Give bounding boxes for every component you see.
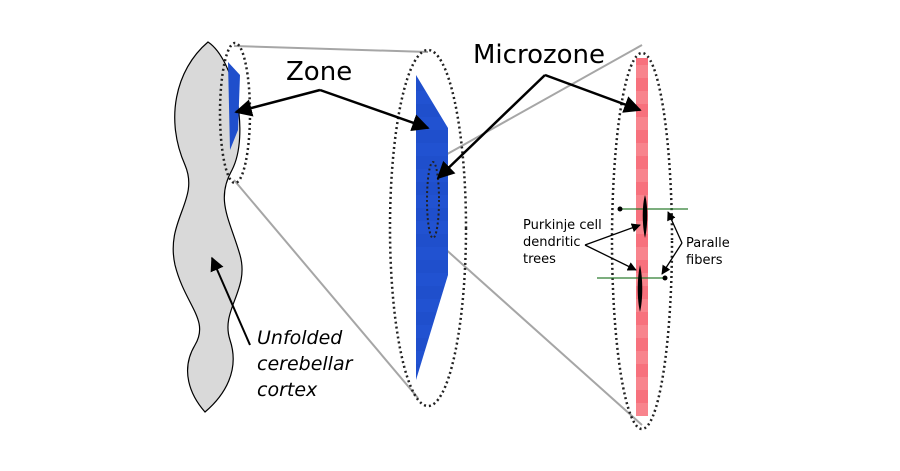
cortex-label-line3: cortex <box>257 379 318 401</box>
parallel-arrow <box>661 242 683 275</box>
purkinje-label-line3: trees <box>523 252 556 267</box>
purkinje-label-line2: dendritic <box>523 235 581 250</box>
purkinje-tree <box>642 195 648 238</box>
purkinje-arrow <box>584 244 637 271</box>
projection-line <box>233 45 429 53</box>
microzone-ellipse <box>610 51 674 431</box>
fiber-dot <box>617 206 623 212</box>
cortex-arrow <box>210 256 251 346</box>
microzone-small-ellipse <box>426 161 440 239</box>
microzone-arrow <box>544 73 642 113</box>
microzone-arrow <box>436 74 546 180</box>
microzone-label: Microzone <box>473 40 605 70</box>
parallel-arrow <box>667 211 683 244</box>
purkinje-label-line1: Purkinje cell <box>523 218 602 233</box>
cortex-label-line1: Unfolded <box>257 327 343 349</box>
projection-line <box>432 237 643 426</box>
zone-arrow <box>319 88 430 132</box>
cortex-label-line2: cerebellar <box>257 353 354 375</box>
purkinje-arrow <box>584 223 641 246</box>
fiber-dot <box>662 275 668 281</box>
projection-line <box>233 179 419 399</box>
cortex-zone-strip <box>228 62 240 150</box>
zone-band <box>416 75 448 380</box>
parallel-label-line2: fibers <box>686 253 723 268</box>
zone-ellipse <box>388 48 468 408</box>
zone-label: Zone <box>286 57 352 87</box>
unfolded-cortex-shape <box>172 41 243 413</box>
microzone-band <box>636 58 648 416</box>
purkinje-tree <box>637 265 643 312</box>
projection-line <box>432 44 643 163</box>
parallel-label-line1: Paralle <box>686 236 730 251</box>
zone-arrow <box>234 88 321 117</box>
